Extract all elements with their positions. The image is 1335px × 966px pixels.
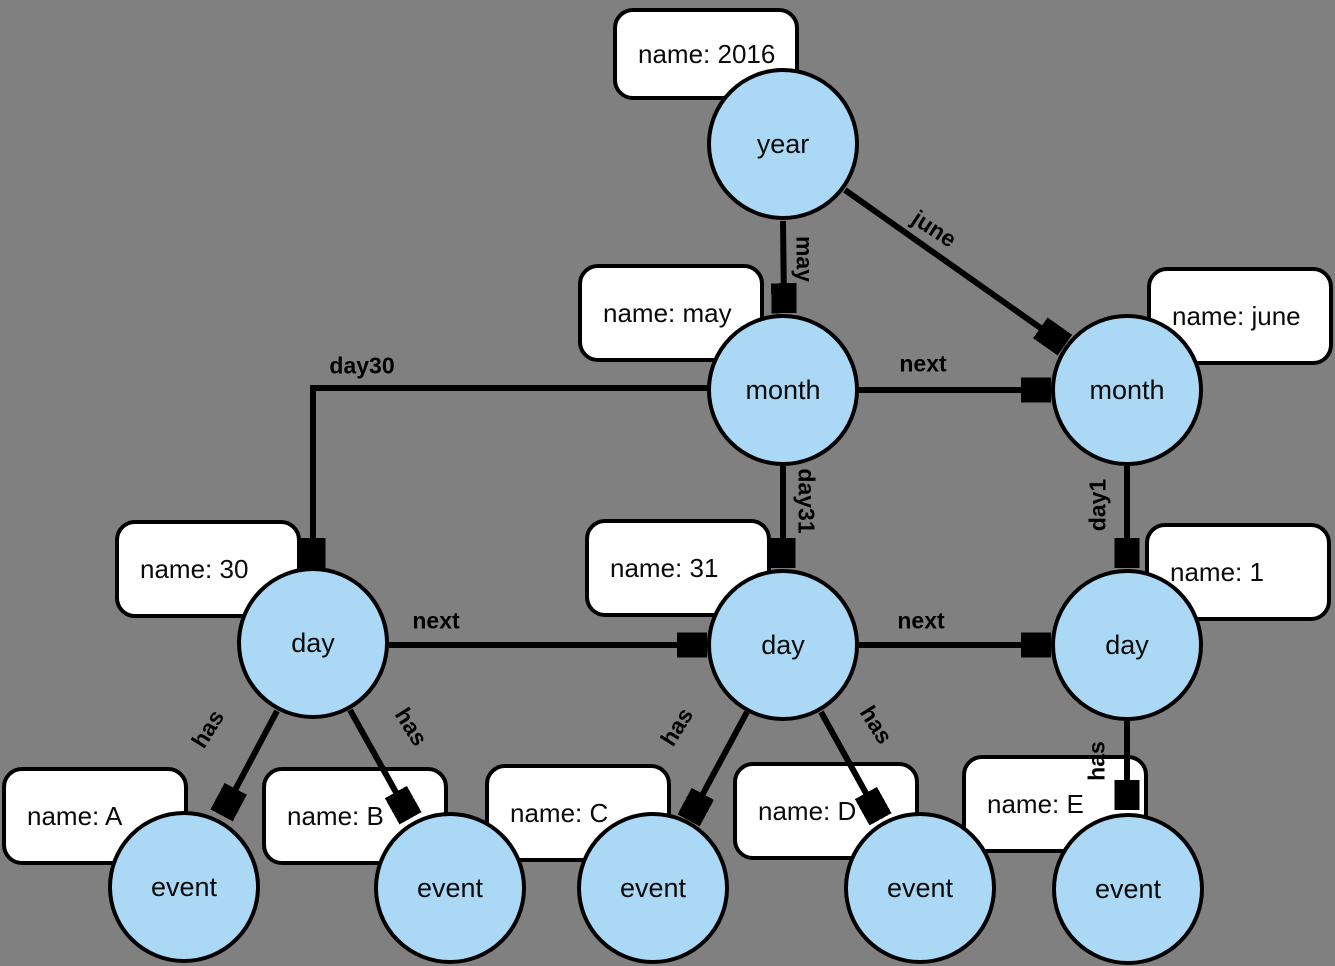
node-day-1: day (1051, 569, 1203, 721)
property-box-year: name: 2016 (613, 8, 799, 100)
node-month-may: month (707, 314, 859, 466)
edge-label-next-day-2: next (897, 607, 945, 634)
node-event-a: event (108, 811, 260, 963)
node-event-d: event (844, 812, 996, 964)
edge-day31-to-event-d (818, 710, 877, 813)
edge-year-to-may (783, 220, 784, 306)
edge-label-may: may (791, 235, 818, 283)
node-event-e: event (1052, 813, 1204, 965)
edge-year-to-june (843, 187, 1059, 341)
edge-label-next-day-1: next (412, 607, 460, 634)
edge-label-has-e: has (1083, 741, 1110, 781)
edge-day30-to-event-a (225, 709, 280, 809)
node-day-31: day (707, 569, 859, 721)
edge-label-day1: day1 (1084, 478, 1111, 532)
edge-day31-to-event-c (692, 710, 750, 814)
node-event-c: event (577, 812, 729, 964)
edge-may-to-day30 (313, 385, 709, 561)
edge-label-day31: day31 (793, 468, 820, 534)
edge-label-day30: day30 (329, 352, 395, 379)
edge-day30-to-event-b (347, 708, 407, 812)
node-year: year (707, 68, 859, 220)
node-day-30: day (237, 567, 389, 719)
edge-label-next-month: next (899, 350, 947, 377)
node-event-b: event (374, 812, 526, 964)
node-month-june: month (1051, 314, 1203, 466)
